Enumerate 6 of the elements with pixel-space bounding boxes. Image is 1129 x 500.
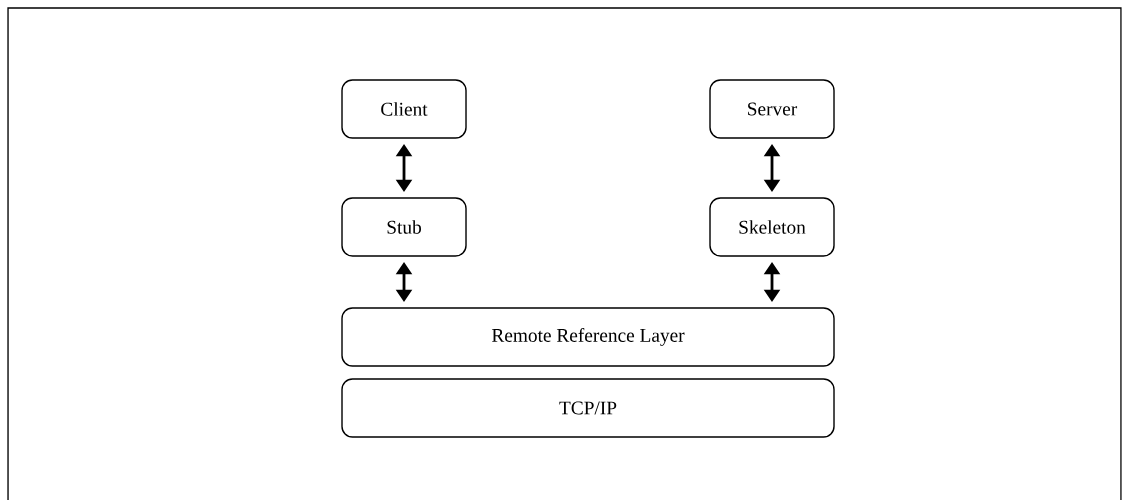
layer-box: Remote Reference Layer — [341, 307, 835, 367]
layer-box: TCP/IP — [341, 378, 835, 438]
stub-box: Stub — [341, 197, 467, 257]
skeleton-box: Skeleton — [709, 197, 835, 257]
client-box: Client — [341, 79, 467, 139]
server-box: Server — [709, 79, 835, 139]
